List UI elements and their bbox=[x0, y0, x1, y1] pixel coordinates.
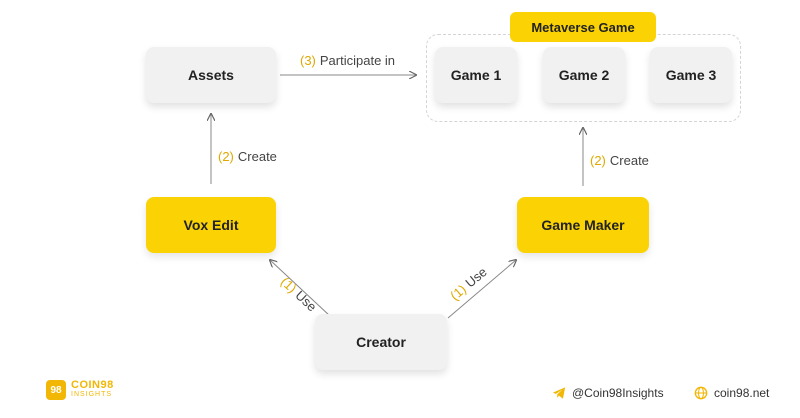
telegram-icon bbox=[552, 387, 566, 399]
globe-icon bbox=[694, 386, 708, 400]
creator-node: Creator bbox=[315, 314, 447, 370]
edge-label-create-right: (2)Create bbox=[590, 153, 649, 168]
edge-creator-to-voxedit bbox=[270, 260, 331, 317]
game-maker-node: Game Maker bbox=[517, 197, 649, 253]
assets-node: Assets bbox=[146, 47, 276, 103]
coin98-logo: 98 COIN98 INSIGHTS bbox=[46, 380, 114, 400]
metaverse-game-label: Metaverse Game bbox=[510, 12, 656, 42]
edge-creator-to-gamemaker bbox=[447, 260, 516, 319]
edge-label-participate: (3)Participate in bbox=[300, 53, 396, 68]
game1-node: Game 1 bbox=[435, 47, 517, 103]
telegram-handle: @Coin98Insights bbox=[552, 386, 664, 400]
coin98-logo-mark: 98 bbox=[46, 380, 66, 400]
vox-edit-node: Vox Edit bbox=[146, 197, 276, 253]
coin98-logo-sub: INSIGHTS bbox=[71, 391, 113, 398]
game3-node: Game 3 bbox=[650, 47, 732, 103]
website-link: coin98.net bbox=[694, 386, 769, 400]
game2-node: Game 2 bbox=[543, 47, 625, 103]
edge-label-create-left: (2)Create bbox=[218, 149, 277, 164]
coin98-logo-name: COIN98 bbox=[71, 379, 114, 391]
